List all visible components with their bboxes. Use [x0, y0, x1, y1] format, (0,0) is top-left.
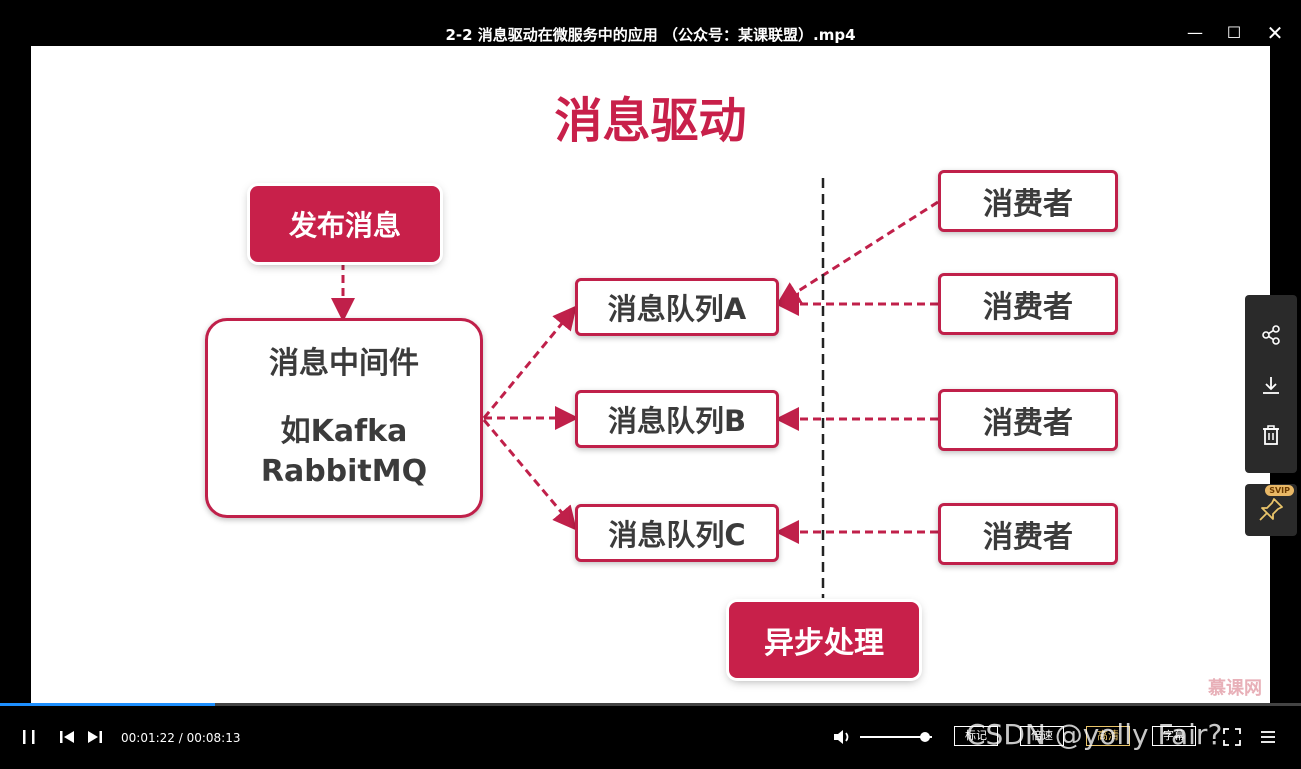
- next-icon[interactable]: [86, 728, 104, 750]
- async-processing-box: 异步处理: [729, 602, 919, 678]
- arrow-consumer1-to-queue-a: [775, 200, 939, 306]
- imooc-watermark: 慕课网: [1208, 678, 1262, 699]
- slide-title: 消息驱动: [554, 93, 747, 149]
- svip-badge: SVIP: [1265, 485, 1294, 496]
- consumer-box-4: 消费者: [938, 503, 1118, 565]
- queue-b-box: 消息队列B: [575, 390, 779, 448]
- maximize-icon[interactable]: ☐: [1226, 23, 1242, 42]
- trash-icon[interactable]: [1245, 415, 1297, 455]
- quality-button[interactable]: 高清: [1086, 726, 1130, 746]
- mark-button[interactable]: 标记: [954, 726, 998, 746]
- middleware-example-rabbitmq: RabbitMQ: [260, 454, 428, 489]
- current-time: 00:01:22: [121, 731, 175, 745]
- close-icon[interactable]: ✕: [1266, 21, 1284, 45]
- arrow-to-queue-a: [482, 305, 577, 419]
- queue-c-box: 消息队列C: [575, 504, 779, 562]
- side-action-panel: [1245, 295, 1297, 473]
- progress-fill: [0, 703, 215, 706]
- minimize-icon[interactable]: —: [1187, 23, 1203, 42]
- video-frame[interactable]: 消息驱动 发布消息 消息中间件 如Kafka RabbitMQ 消息队列A 消息…: [31, 46, 1270, 704]
- time-display: 00:01:22 / 00:08:13: [121, 731, 241, 745]
- queue-a-box: 消息队列A: [575, 278, 779, 336]
- flow-arrows: [331, 178, 939, 598]
- share-icon[interactable]: [1245, 315, 1297, 355]
- middleware-example-kafka: 如Kafka: [280, 414, 408, 449]
- pin-button[interactable]: SVIP: [1245, 484, 1297, 536]
- fullscreen-icon[interactable]: [1222, 727, 1242, 751]
- publish-message-box: 发布消息: [250, 186, 440, 262]
- total-time: 00:08:13: [186, 731, 241, 745]
- previous-icon[interactable]: [58, 728, 76, 750]
- middleware-label: 消息中间件: [269, 346, 419, 381]
- title-bar: 2-2 消息驱动在微服务中的应用 （公众号：某课联盟）.mp4 — ☐ ✕: [0, 0, 1301, 46]
- volume-knob[interactable]: [919, 732, 930, 742]
- arrow-to-queue-c: [482, 419, 577, 531]
- volume-icon[interactable]: [832, 727, 852, 751]
- playlist-icon[interactable]: [1258, 727, 1278, 751]
- control-bar: 00:01:22 / 00:08:13 标记 倍速 高清 字幕 CSDN @yo…: [0, 706, 1301, 769]
- consumer-box-2: 消费者: [938, 273, 1118, 335]
- pause-icon[interactable]: [20, 728, 38, 750]
- consumer-box-1: 消费者: [938, 170, 1118, 232]
- pin-icon: [1259, 498, 1283, 521]
- middleware-box: 消息中间件 如Kafka RabbitMQ: [205, 318, 483, 518]
- consumer-box-3: 消费者: [938, 389, 1118, 451]
- window-title: 2-2 消息驱动在微服务中的应用 （公众号：某课联盟）.mp4: [445, 26, 856, 44]
- progress-bar[interactable]: [0, 703, 1301, 706]
- volume-slider[interactable]: [860, 736, 932, 738]
- subtitle-button[interactable]: 字幕: [1152, 726, 1196, 746]
- download-icon[interactable]: [1245, 365, 1297, 405]
- speed-button[interactable]: 倍速: [1020, 726, 1064, 746]
